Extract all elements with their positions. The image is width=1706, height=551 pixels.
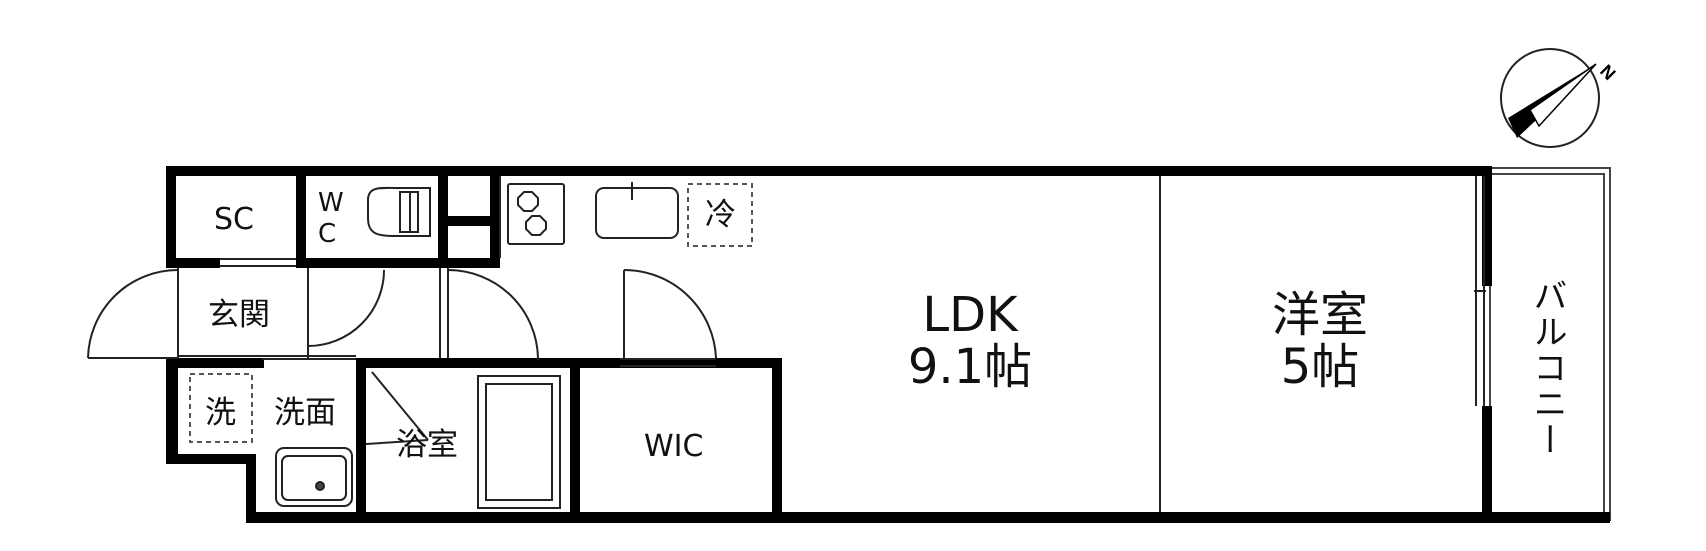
youshitsu-name: 洋室 — [1271, 287, 1368, 343]
room-label-wic: WIC — [644, 429, 704, 464]
room-label-bath: 浴室 — [396, 427, 458, 463]
room-label-youshitsu: 洋室 5帖 — [1260, 287, 1380, 395]
room-label-sc: SC — [214, 202, 254, 237]
youshitsu-size: 5帖 — [1280, 338, 1360, 395]
ldk-size: 9.1帖 — [907, 338, 1033, 395]
fridge-label: 冷 — [705, 197, 736, 233]
room-label-senmen: 洗面 — [274, 395, 336, 431]
window — [1474, 176, 1486, 406]
compass-north-label: N — [1596, 61, 1619, 84]
ldk-name: LDK — [922, 287, 1018, 343]
walls — [166, 166, 1610, 523]
fixtures — [189, 182, 753, 509]
room-label-balcony: バルコニー — [1527, 278, 1567, 458]
doors — [87, 268, 717, 445]
room-label-ldk: LDK 9.1帖 — [900, 287, 1040, 395]
compass: N — [1500, 48, 1620, 148]
room-label-wc: W C — [318, 188, 344, 249]
room-label-washer: 洗 — [205, 395, 236, 431]
room-label-genkan: 玄関 — [208, 297, 270, 333]
